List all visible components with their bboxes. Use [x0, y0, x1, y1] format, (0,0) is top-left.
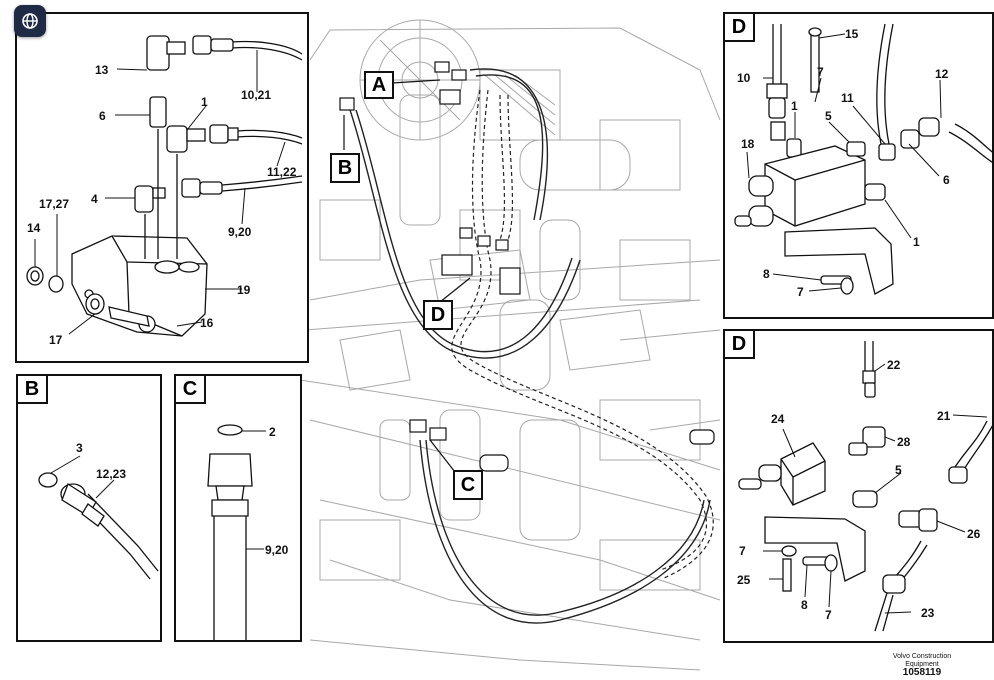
- label-16: 16: [200, 316, 214, 330]
- label-11-22: 11,22: [267, 165, 297, 179]
- label-5-bottom: 5: [895, 463, 902, 477]
- label-21: 21: [937, 409, 951, 423]
- label-26: 26: [967, 527, 981, 541]
- panel-c-detail: C 2 9,20: [174, 374, 302, 642]
- label-1-top: 1: [791, 99, 798, 113]
- label-6-top: 6: [943, 173, 950, 187]
- label-11: 11: [841, 91, 854, 105]
- label-19: 19: [237, 283, 251, 297]
- label-17: 17: [49, 333, 63, 347]
- label-24: 24: [771, 412, 785, 426]
- panel-c-tag: C: [176, 376, 206, 404]
- callout-d: D: [423, 300, 453, 330]
- label-8-bottom: 8: [801, 598, 808, 612]
- label-9-20-c: 9,20: [265, 543, 289, 557]
- callout-b: B: [330, 153, 360, 183]
- label-5-top: 5: [825, 109, 832, 123]
- label-25: 25: [737, 573, 751, 587]
- label-18: 18: [741, 137, 755, 151]
- callout-a: A: [364, 71, 394, 99]
- label-14: 14: [27, 221, 41, 235]
- label-23: 23: [921, 606, 935, 620]
- machine-outline: [299, 19, 721, 671]
- panel-pump-detail: 13 10,21 6 1 11,22 4 9,20 17,27 14 19 16…: [15, 12, 309, 363]
- credit-line-2: Equipment: [905, 661, 939, 668]
- label-1-right: 1: [913, 235, 920, 249]
- globe-icon: [22, 13, 38, 29]
- label-15: 15: [845, 27, 859, 41]
- label-9-20: 9,20: [228, 225, 252, 239]
- panel-b-drawing: 3 12,23: [38, 441, 159, 580]
- panel-d-bottom-drawing: 22 21 24 28 5 26 7 25 8 7 23: [737, 341, 992, 632]
- label-13: 13: [95, 63, 109, 77]
- dashed-hoses: [451, 89, 714, 579]
- label-7-bottom-left: 7: [739, 544, 746, 558]
- label-7-bottom-right: 7: [825, 608, 832, 622]
- panel-d-top-detail: D: [723, 12, 994, 319]
- credit-line-1: Volvo Construction: [892, 653, 952, 660]
- panel-d-top-drawing: 15 10 7 12 1 11 5 18 6 1 8 7: [734, 23, 992, 299]
- callout-c: C: [453, 470, 483, 500]
- label-10-21: 10,21: [241, 88, 271, 102]
- panel-d-top-tag: D: [725, 14, 755, 42]
- label-3: 3: [76, 441, 83, 455]
- label-28: 28: [897, 435, 911, 449]
- panel-d-bottom-tag: D: [725, 331, 755, 359]
- panel-c-drawing: 2 9,20: [207, 424, 289, 640]
- label-6: 6: [99, 109, 106, 123]
- label-12-23: 12,23: [96, 467, 126, 481]
- app-icon[interactable]: [14, 5, 46, 37]
- panel-b-detail: B 3 12,23: [16, 374, 162, 642]
- panel-b-tag: B: [18, 376, 48, 404]
- drawing-number: 1058119: [902, 667, 942, 678]
- label-12: 12: [935, 67, 949, 81]
- label-10: 10: [737, 71, 751, 85]
- pump-detail-drawing: 13 10,21 6 1 11,22 4 9,20 17,27 14 19 16…: [26, 35, 303, 347]
- label-22: 22: [887, 358, 901, 372]
- label-7-lower: 7: [797, 285, 804, 299]
- label-7-top: 7: [817, 65, 824, 79]
- hydraulic-hoses: [349, 68, 711, 624]
- publisher-credit: Volvo Construction Equipment 1058119: [872, 653, 972, 678]
- label-17-27: 17,27: [39, 197, 69, 211]
- main-fittings: [339, 61, 715, 472]
- panel-d-bottom-detail: D: [723, 329, 994, 643]
- label-8-top: 8: [763, 267, 770, 281]
- label-2: 2: [269, 425, 276, 439]
- label-4: 4: [91, 192, 98, 206]
- label-1: 1: [201, 95, 208, 109]
